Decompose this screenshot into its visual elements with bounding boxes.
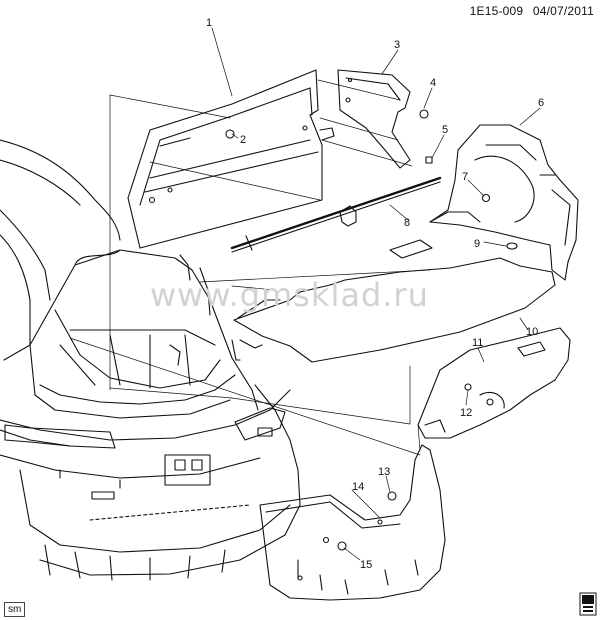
callout-6: 6	[538, 97, 544, 109]
callout-13: 13	[378, 466, 390, 478]
callout-7: 7	[462, 171, 468, 183]
part-8-rod	[230, 176, 442, 253]
callout-3: 3	[394, 39, 400, 51]
callout-14: 14	[352, 481, 364, 493]
callout-2: 2	[240, 134, 246, 146]
watermark: www.gmsklad.ru	[150, 276, 429, 314]
callout-15: 15	[360, 559, 372, 571]
callout-11: 11	[472, 337, 483, 349]
callout-4: 4	[430, 77, 436, 89]
part-14-sill-panel	[259, 444, 446, 601]
sm-badge: sm	[4, 602, 26, 617]
car-body	[0, 139, 301, 581]
callout-12: 12	[460, 407, 472, 419]
diagram-code: 1E15-009	[469, 4, 524, 18]
diagram-header: 1E15-009 04/07/2011	[464, 4, 594, 18]
callout-9: 9	[474, 238, 480, 250]
reference-lines	[69, 27, 541, 561]
part-10-floor-mat	[233, 239, 556, 363]
callout-labels: 1 2 3 4 5 6 7 8 9 10 11 12 13 14 15	[206, 17, 544, 571]
manual-book-icon	[579, 592, 597, 616]
callout-10: 10	[526, 326, 538, 338]
part-6-wheelhouse-trim	[429, 124, 579, 281]
part-11-quarter-trim	[417, 327, 571, 439]
diagram-date: 04/07/2011	[532, 4, 594, 18]
fasteners	[225, 109, 518, 551]
callout-8: 8	[404, 217, 410, 229]
callout-1: 1	[206, 17, 212, 29]
part-3-side-bracket	[337, 69, 411, 169]
part-1-seatback-panel	[127, 69, 335, 249]
callout-5: 5	[442, 124, 448, 136]
